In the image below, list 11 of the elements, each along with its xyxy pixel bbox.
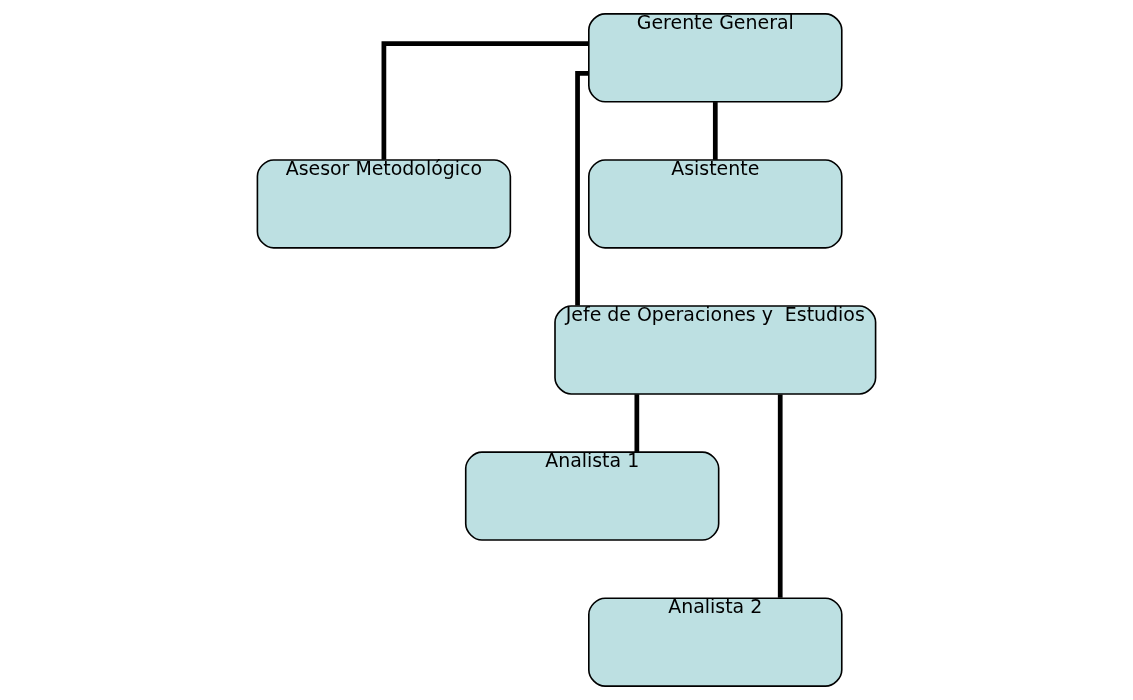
connector: [777, 394, 783, 598]
connector: [381, 41, 589, 160]
connector: [575, 71, 589, 306]
node-box: Analista 2: [588, 597, 843, 687]
node-box: Analista 1: [464, 451, 720, 541]
node-box: Asesor Metodológico: [256, 159, 512, 249]
node-box: Gerente General: [588, 13, 843, 103]
connector: [634, 394, 640, 452]
node-box: Jefe de Operaciones y Estudios: [554, 305, 877, 395]
node-box: Asistente: [588, 159, 843, 249]
connector: [712, 102, 718, 160]
